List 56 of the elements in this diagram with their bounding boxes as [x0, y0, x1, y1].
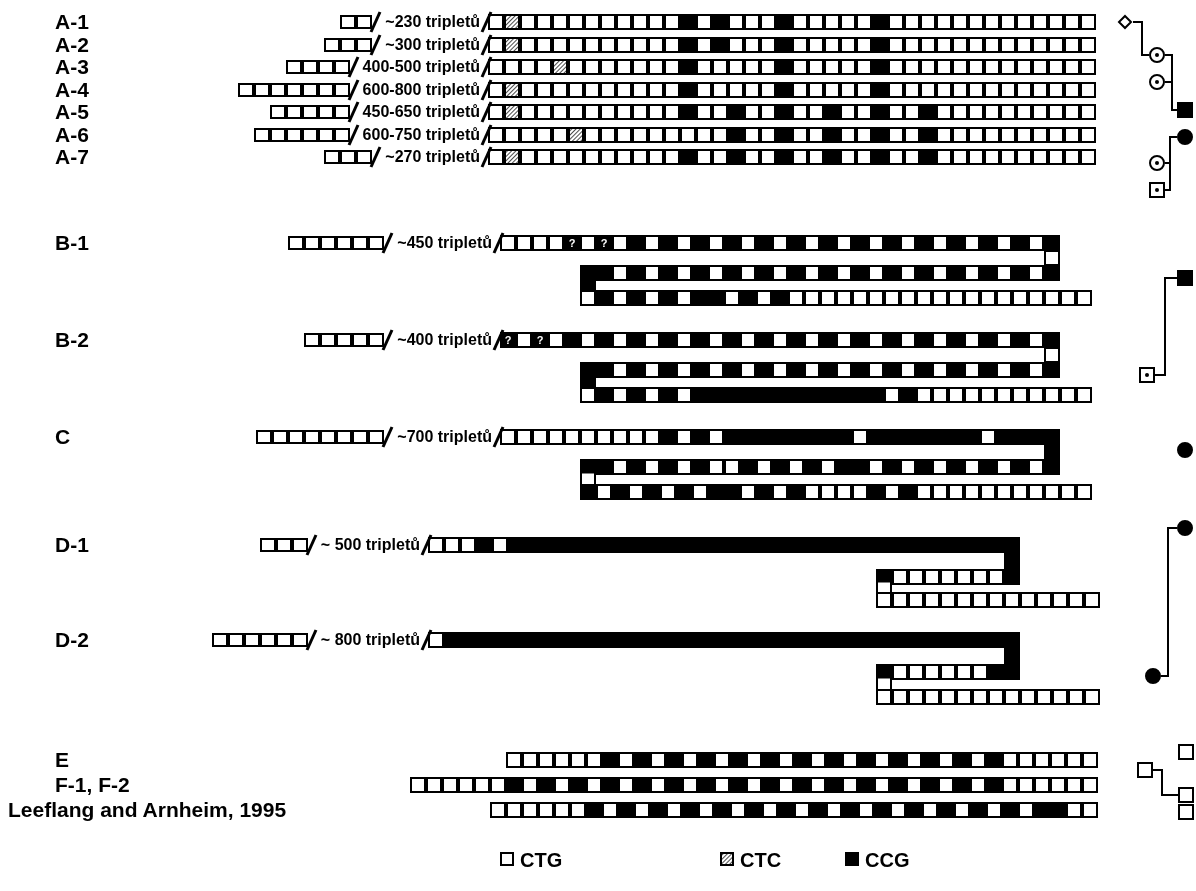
sample-label: E: [55, 748, 69, 772]
repeat-count-label: 400-500 tripletů: [362, 57, 480, 77]
sample-label: D-2: [55, 628, 89, 652]
sample-label: C: [55, 425, 71, 449]
pedigree-line: [1164, 136, 1178, 191]
pedigree-line: [1132, 21, 1150, 56]
legend-label: CTG: [520, 849, 563, 871]
open-square-symbol: [1178, 804, 1194, 820]
sample-label: A-4: [55, 78, 89, 102]
sample-label: Leeflang and Arnheim, 1995: [8, 798, 287, 822]
question-mark: ?: [535, 334, 545, 346]
sample-label: A-7: [55, 145, 89, 169]
question-mark: ?: [599, 237, 609, 249]
dotted-circle-symbol: [1149, 74, 1165, 90]
open-square-symbol: [1178, 787, 1194, 803]
filled-circle-symbol: [1177, 520, 1193, 536]
repeat-count-label: ~300 tripletů: [385, 35, 480, 55]
pedigree-line: [1152, 769, 1179, 796]
sample-label: B-1: [55, 231, 89, 255]
filled-square-symbol: [1177, 102, 1193, 118]
open-diamond-symbol: [1117, 14, 1133, 30]
repeat-count-label: 450-650 tripletů: [362, 102, 480, 122]
sample-label: B-2: [55, 328, 89, 352]
pedigree-line: [1160, 527, 1178, 677]
repeat-count-label: ~ 800 tripletů: [320, 630, 420, 650]
sample-label: A-5: [55, 100, 89, 124]
sample-label: D-1: [55, 533, 89, 557]
dotted-circle-symbol: [1149, 155, 1165, 171]
dotted-square-symbol: [1149, 182, 1165, 198]
pedigree-line: [1154, 277, 1178, 376]
sample-label: A-3: [55, 55, 89, 79]
question-mark: ?: [567, 237, 577, 249]
filled-circle-symbol: [1177, 129, 1193, 145]
dotted-circle-symbol: [1149, 47, 1165, 63]
repeat-count-label: ~450 tripletů: [397, 233, 492, 253]
dotted-square-symbol: [1139, 367, 1155, 383]
legend-label: CTC: [740, 849, 782, 871]
filled-circle-symbol: [1177, 442, 1193, 458]
legend-label: CCG: [865, 849, 910, 871]
question-mark: ?: [503, 334, 513, 346]
open-square-symbol: [1137, 762, 1153, 778]
sample-label: F-1, F-2: [55, 773, 130, 797]
sample-label: A-2: [55, 33, 89, 57]
sample-label: A-6: [55, 123, 89, 147]
sample-label: A-1: [55, 10, 89, 34]
repeat-count-label: ~ 500 tripletů: [320, 535, 420, 555]
filled-square-symbol: [1177, 270, 1193, 286]
repeat-count-label: ~700 tripletů: [397, 427, 492, 447]
pedigree-line: [1164, 81, 1178, 111]
open-square-symbol: [1178, 744, 1194, 760]
repeat-count-label: ~400 tripletů: [397, 330, 492, 350]
filled-circle-symbol: [1145, 668, 1161, 684]
repeat-count-label: ~270 tripletů: [385, 147, 480, 167]
repeat-count-label: ~230 tripletů: [385, 12, 480, 32]
repeat-count-label: 600-800 tripletů: [362, 80, 480, 100]
repeat-count-label: 600-750 tripletů: [362, 125, 480, 145]
